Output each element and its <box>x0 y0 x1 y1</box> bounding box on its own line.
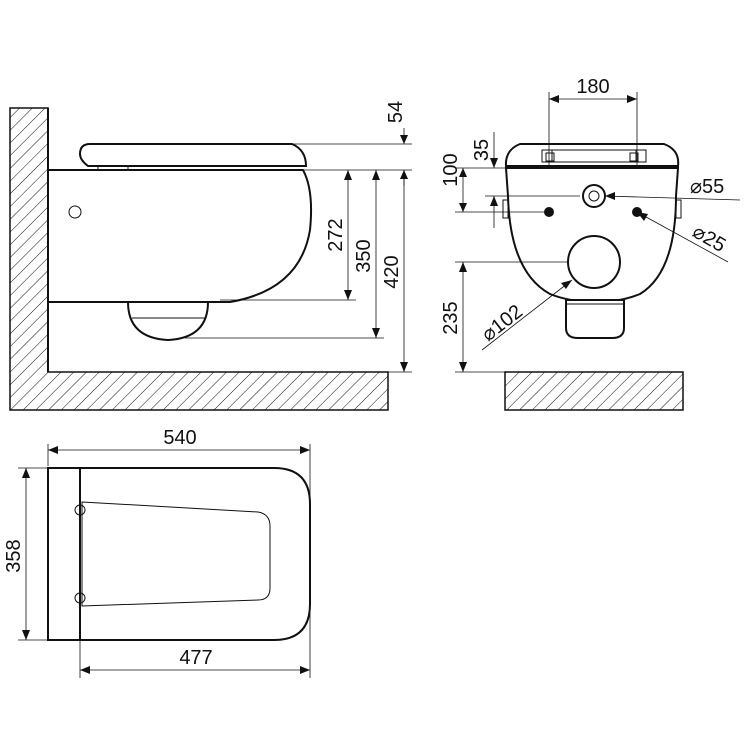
front-seat <box>504 143 680 167</box>
dim-350: 350 <box>353 239 375 272</box>
side-outlet-spigot <box>126 301 210 342</box>
dim-dia-25: ⌀25 <box>689 221 730 257</box>
dim-420: 420 <box>381 255 403 288</box>
dim-358: 358 <box>3 539 25 572</box>
side-bowl-body <box>47 169 313 303</box>
dim-477: 477 <box>179 647 212 669</box>
dim-100: 100 <box>440 153 462 186</box>
dim-dia-102: ⌀102 <box>478 301 527 346</box>
dim-54: 54 <box>385 101 407 123</box>
top-view: 540 358 477 <box>3 427 311 678</box>
side-view: 54 272 350 420 <box>9 101 412 411</box>
front-floor-hatch <box>504 371 684 411</box>
side-seat-lid <box>78 143 308 167</box>
dim-272: 272 <box>325 218 347 251</box>
front-bowl-outline <box>504 167 680 304</box>
dim-235: 235 <box>440 301 462 334</box>
top-lid-inner <box>81 501 271 607</box>
front-view: 180 35 100 235 ⌀55 ⌀25 <box>440 76 741 411</box>
top-wall-plate <box>47 467 81 641</box>
bolt-hole-left-icon <box>544 207 554 217</box>
dim-35: 35 <box>471 139 493 161</box>
dim-180: 180 <box>576 76 609 98</box>
dim-540: 540 <box>163 427 196 449</box>
dim-dia-55: ⌀55 <box>690 176 724 198</box>
front-outlet-spigot <box>565 299 625 339</box>
fixing-hole-icon <box>68 205 82 219</box>
top-seat-outline <box>79 467 311 641</box>
